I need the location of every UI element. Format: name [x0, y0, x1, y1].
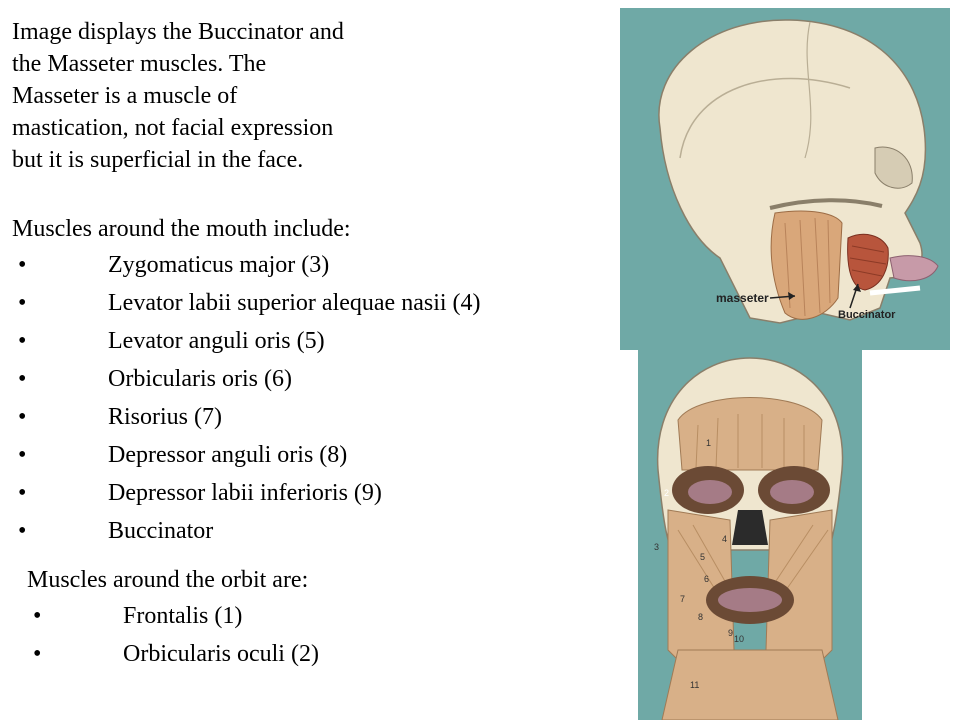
- lips: [718, 588, 782, 612]
- bullet: •: [18, 404, 27, 430]
- list-item: • Frontalis (1): [27, 597, 447, 635]
- masseter-muscle: [770, 210, 843, 320]
- list-item-text: Depressor anguli oris (8): [108, 442, 348, 468]
- bullet: •: [18, 252, 27, 278]
- masseter-label: masseter: [716, 291, 769, 305]
- bullet: •: [33, 603, 42, 629]
- bullet: •: [18, 442, 27, 468]
- label-11: 11: [690, 680, 699, 690]
- list-item: • Depressor anguli oris (8): [12, 436, 612, 474]
- teeth: [869, 285, 921, 296]
- coronal-suture: [804, 21, 812, 159]
- label-5: 5: [700, 552, 705, 562]
- mouth-list: • Zygomaticus major (3) • Levator labii su…: [12, 246, 612, 550]
- intro-line: but it is superficial in the face.: [12, 147, 304, 173]
- mouth-heading: Muscles around the mouth include:: [12, 216, 351, 242]
- list-item: • Buccinator: [12, 512, 612, 550]
- list-item-text: Frontalis (1): [123, 603, 243, 629]
- list-item: • Levator anguli oris (5): [12, 322, 612, 360]
- label-6: 6: [704, 574, 709, 584]
- label-10: 10: [734, 634, 744, 644]
- label-4: 4: [722, 534, 727, 544]
- list-item: • Risorius (7): [12, 398, 612, 436]
- bullet: •: [18, 366, 27, 392]
- orbit-muscles-section: Muscles around the orbit are: • Frontalis…: [27, 563, 447, 673]
- bullet: •: [18, 290, 27, 316]
- list-item-text: Buccinator: [108, 518, 214, 544]
- list-item-text: Depressor labii inferioris (9): [108, 480, 382, 506]
- eye-right: [770, 480, 814, 504]
- intro-line: mastication, not facial expression: [12, 115, 334, 141]
- frontalis-muscle: [677, 397, 823, 471]
- bullet: •: [18, 328, 27, 354]
- list-item-text: Orbicularis oris (6): [108, 366, 292, 392]
- skull-frontal-illustration: 1 2 3 4 5 6 7 8 9 10 11: [638, 350, 862, 720]
- list-item: • Depressor labii inferioris (9): [12, 474, 612, 512]
- label-2: 2: [664, 488, 669, 498]
- nasal-cavity: [732, 510, 768, 545]
- list-item-text: Orbicularis oculi (2): [123, 641, 319, 667]
- chin-neck: [661, 649, 839, 720]
- list-item-text: Levator labii superior alequae nasii (4): [108, 290, 481, 316]
- intro-line: Image displays the Buccinator and: [12, 19, 344, 45]
- label-1: 1: [706, 438, 711, 448]
- orbit: [874, 146, 913, 189]
- label-9: 9: [728, 628, 733, 638]
- orbit-list: • Frontalis (1) • Orbicularis oculi (2): [27, 597, 447, 673]
- buccinator-muscle: [847, 233, 889, 291]
- list-item: • Orbicularis oculi (2): [27, 635, 447, 673]
- intro-paragraph: Image displays the Buccinator and the Ma…: [12, 16, 472, 176]
- bullet: •: [18, 518, 27, 544]
- list-item-text: Risorius (7): [108, 404, 222, 430]
- label-7: 7: [680, 594, 685, 604]
- list-item-text: Zygomaticus major (3): [108, 252, 330, 278]
- bullet: •: [18, 480, 27, 506]
- orbit-heading: Muscles around the orbit are:: [27, 567, 309, 593]
- list-item: • Levator labii superior alequae nasii (4…: [12, 284, 612, 322]
- intro-line: the Masseter muscles. The: [12, 51, 267, 77]
- buccinator-label: Buccinator: [838, 309, 896, 321]
- label-3: 3: [654, 542, 659, 552]
- list-item-text: Levator anguli oris (5): [108, 328, 325, 354]
- intro-line: Masseter is a muscle of: [12, 83, 238, 109]
- mouth-muscles-section: Muscles around the mouth include: • Zygom…: [12, 212, 612, 550]
- temporal-line: [679, 77, 851, 159]
- label-8: 8: [698, 612, 703, 622]
- bullet: •: [33, 641, 42, 667]
- eye-left: [688, 480, 732, 504]
- lips: [889, 255, 939, 282]
- zygomatic-arch: [769, 198, 883, 210]
- list-item: • Orbicularis oris (6): [12, 360, 612, 398]
- skull-lateral-illustration: masseter Buccinator: [620, 8, 950, 350]
- list-item: • Zygomaticus major (3): [12, 246, 612, 284]
